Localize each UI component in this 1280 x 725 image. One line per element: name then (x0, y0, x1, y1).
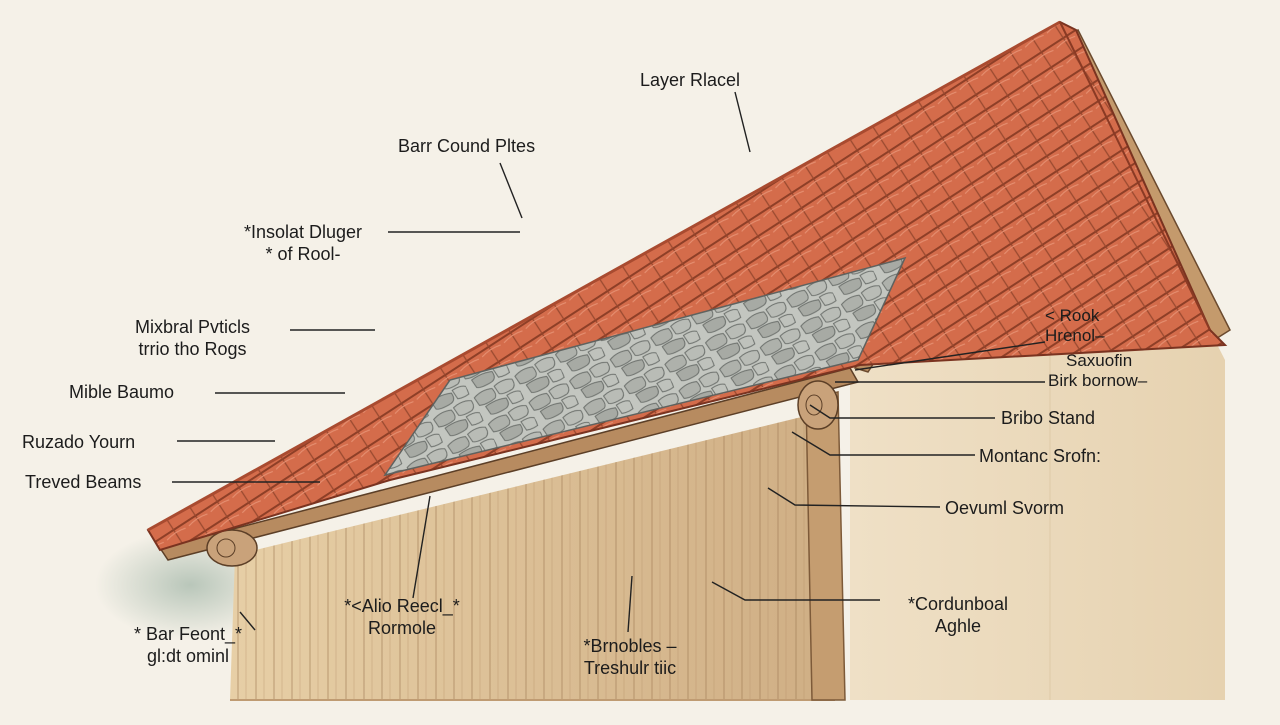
leader-bribo-stand (809, 404, 995, 419)
label-ruzado-yourn: Ruzado Yourn (22, 432, 136, 452)
label-oevuml-svorm: Oevuml Svorm (945, 498, 1065, 518)
leader-bar-feeet (239, 611, 256, 631)
label-alio-reecl: *<Alio Reecl_*Rormole (344, 596, 460, 638)
leader-brnobles (627, 575, 633, 633)
leader-montanc-srofn (791, 431, 975, 456)
label-insolat-dluger: *Insolat Dluger* of Rool- (243, 222, 363, 264)
label-bribo-stand: Bribo Stand (1001, 408, 1096, 428)
leader-barr-cound-pltes (499, 162, 523, 219)
label-mible-baumo: Mible Baumo (69, 382, 175, 402)
label-brnobles: *Brnobles –Treshulr tiic (583, 636, 677, 678)
label-treved-beams: Treved Beams (25, 472, 142, 492)
label-barr-cound-pltes: Barr Cound Pltes (398, 136, 536, 156)
leader-oevuml-svorm (767, 487, 941, 508)
leader-alio-reecl (412, 495, 431, 599)
label-layer-placement: Layer Rlacel (640, 70, 741, 90)
label-montanc-srofn: Montanc Srofn: (979, 446, 1102, 466)
leader-cordunboal (711, 581, 880, 601)
leader-layer-placement (734, 91, 751, 153)
label-bar-feeet: * Bar Feont_*gl:dt ominl (133, 624, 243, 666)
leader-rook (854, 341, 1046, 371)
